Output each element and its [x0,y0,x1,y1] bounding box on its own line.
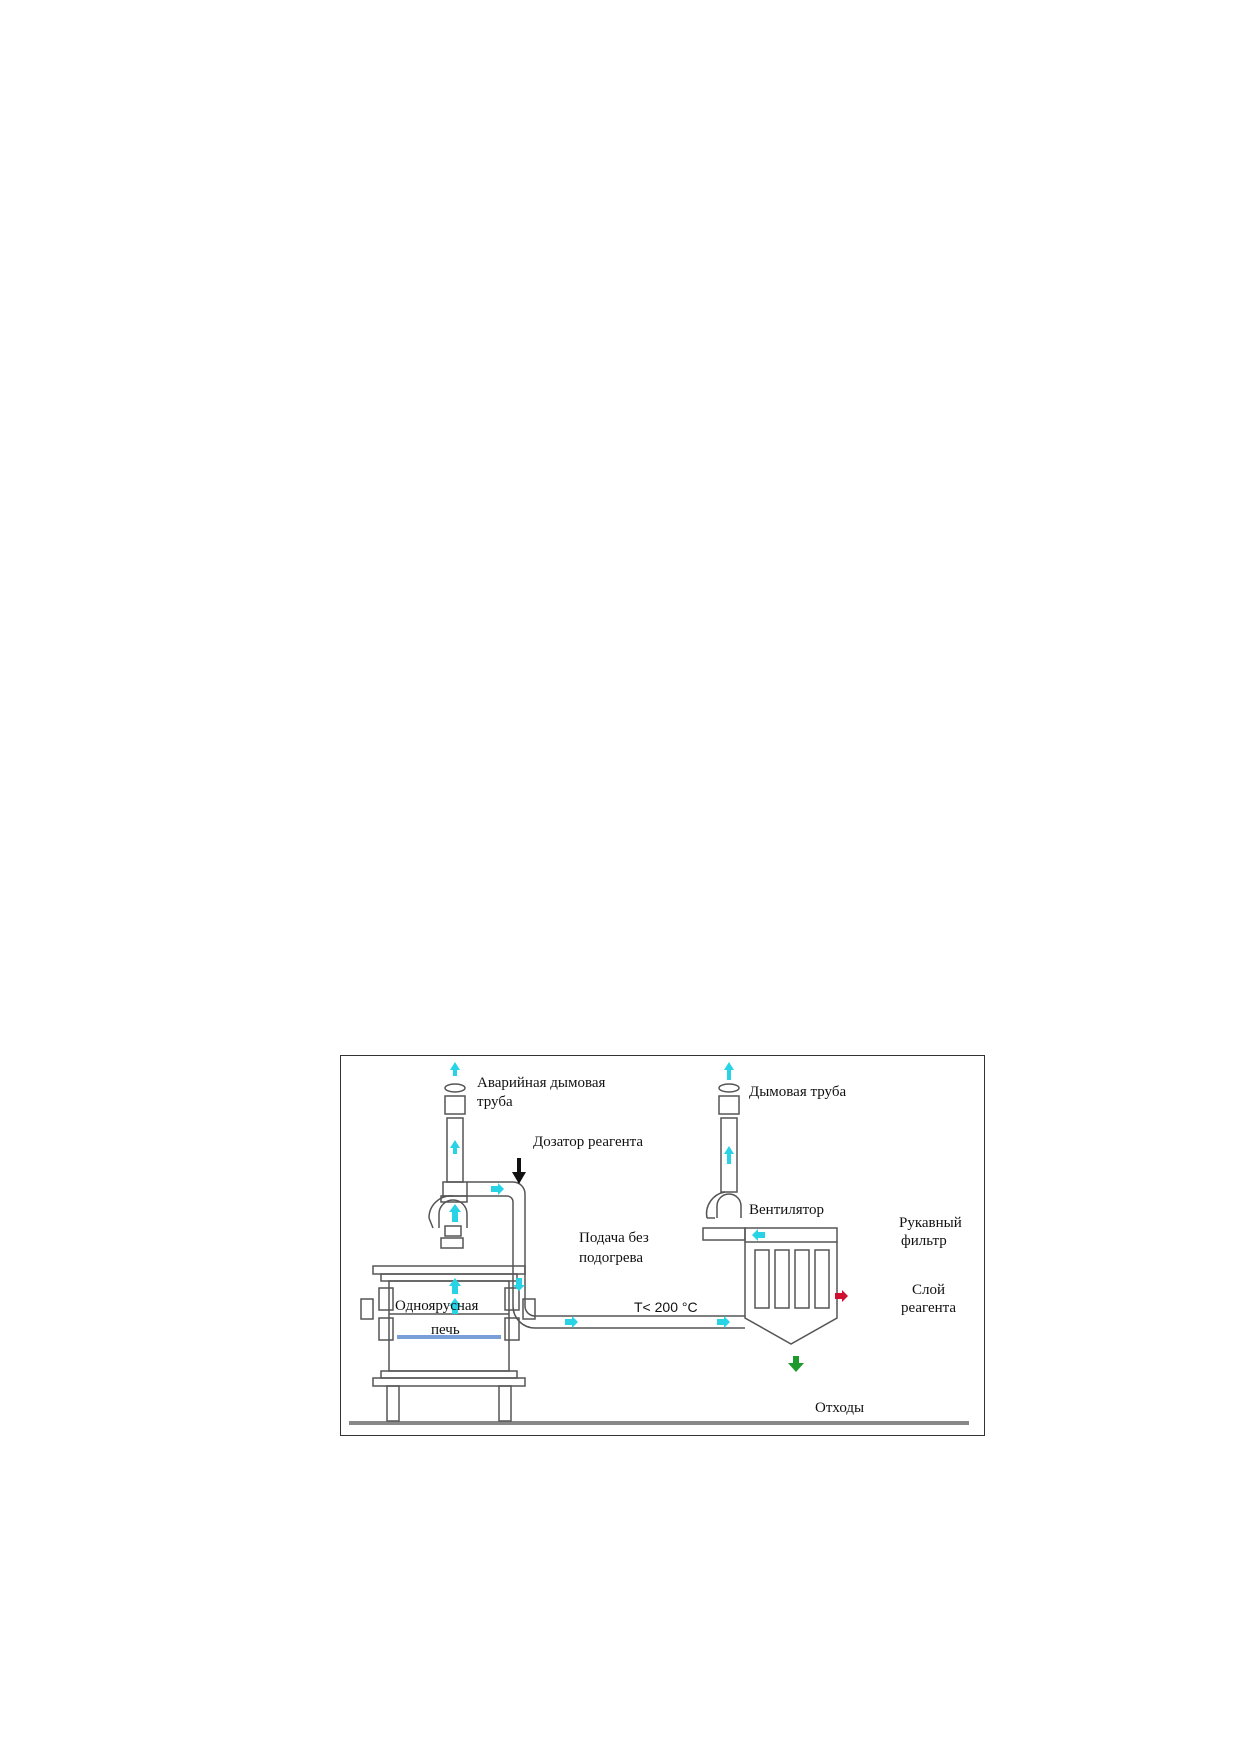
emergency-fan [428,1195,468,1249]
main-fan [702,1191,746,1241]
label-bag-filter-1: Рукавный [899,1215,962,1231]
label-stack: Дымовая труба [749,1084,847,1100]
label-no-heating-2: подогрева [579,1250,644,1266]
label-reagent-layer-1: Слой [912,1282,946,1298]
label-emergency-stack-1: Аварийная дымовая [477,1075,606,1091]
gas-flow-arrows [449,1062,765,1328]
label-emergency-stack-2: труба [477,1094,513,1110]
label-furnace-2: печь [431,1322,460,1338]
process-diagram: Аварийная дымовая труба Дымовая труба До… [340,1055,985,1436]
label-no-heating-1: Подача без [579,1230,649,1246]
main-stack [718,1083,740,1193]
waste-arrow [788,1356,804,1372]
flow-arrow [752,1229,765,1241]
flow-arrow [724,1062,734,1070]
label-bag-filter-2: фильтр [901,1233,947,1249]
furnace [360,1265,536,1422]
flow-arrow [452,1306,458,1314]
emergency-stack [442,1083,468,1197]
flow-arrow [717,1316,730,1328]
reagent-dosing-arrow [512,1158,526,1184]
flow-arrow [452,1212,458,1222]
ground-line [349,1421,969,1425]
label-reagent-layer-2: реагента [901,1300,957,1316]
label-reagent-dosing: Дозатор реагента [533,1134,644,1150]
flow-arrow [565,1316,578,1328]
flow-arrow [491,1183,504,1195]
flow-arrow [724,1146,734,1154]
label-waste: Отходы [815,1400,865,1416]
label-temperature: T< 200 °C [634,1299,698,1315]
flow-arrow [450,1062,460,1070]
bag-filter [733,1227,838,1345]
flow-arrow [450,1140,460,1148]
flow-arrow [513,1278,525,1291]
label-furnace-1: Одноярусная [395,1298,479,1314]
flow-arrow [453,1148,457,1154]
flow-arrow [449,1298,461,1306]
label-fan: Вентилятор [749,1202,825,1218]
flow-arrow [452,1286,458,1294]
flow-arrow [727,1154,731,1164]
flow-arrow [453,1070,457,1076]
flow-arrow [727,1070,731,1080]
flow-arrow [449,1204,461,1212]
diagram-drawing [349,1062,969,1425]
flow-arrow [449,1278,461,1286]
duct-main [467,1181,733,1329]
furnace-band [397,1335,501,1339]
